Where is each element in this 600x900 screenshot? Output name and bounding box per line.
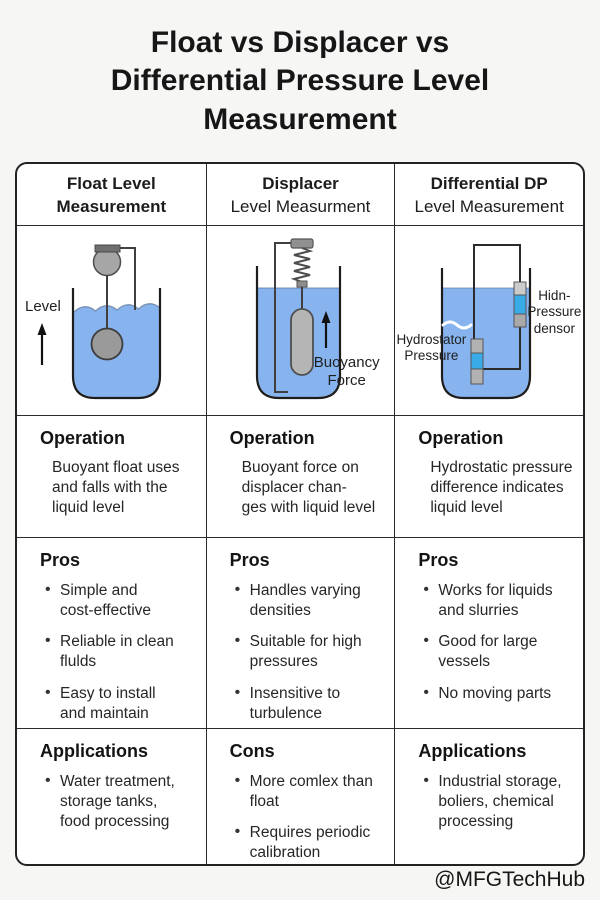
tank-outline [441, 268, 532, 400]
dip-tube [273, 242, 291, 393]
tank-outline [255, 266, 341, 400]
list-item: Easy to install and maintain [44, 683, 198, 724]
pros-cell-dp: Pros Works for liquids and slurries Good… [394, 537, 583, 728]
hydrostatic-pressure-sensor [470, 338, 484, 385]
header-dp-line2: Level Measurement [414, 196, 564, 216]
list-item: Suitable for high pressures [234, 631, 387, 672]
list-item: Requires periodic calibration [234, 822, 387, 863]
cons-list: More comlex than float Requires periodic… [230, 771, 387, 864]
buoyancy-force-label: Buoyancy Force [313, 354, 380, 390]
buoyancy-arrow-head [321, 311, 331, 323]
pros-heading: Pros [418, 550, 459, 570]
applications-cell-dp: Applications Industrial storage, boliers… [394, 728, 583, 864]
tank-outline [71, 288, 162, 400]
dp-tank-diagram [441, 244, 532, 400]
diagram-cell-displacer: Buoyancy Force [205, 225, 395, 415]
float-cable [119, 247, 136, 310]
list-item: Works for liquids and slurries [422, 580, 575, 621]
list-item: Simple and cost-effective [44, 580, 198, 621]
high-pressure-sensor [513, 281, 527, 328]
header-cell-float: Float Level Measurement [17, 164, 206, 225]
pulley-bracket [94, 244, 121, 253]
float-tank-diagram [37, 244, 162, 400]
pulley-wheel [92, 247, 122, 277]
operation-text: Buoyant float uses and falls with the li… [52, 459, 180, 517]
list-item: Good for large vessels [422, 631, 575, 672]
list-item: Water treatment, storage tanks, food pro… [44, 771, 198, 832]
pros-list: Simple and cost-effective Reliable in cl… [40, 580, 198, 724]
impulse-tube-top [473, 244, 522, 342]
pressure-sensor-label: Hidn- Pressure densor [527, 288, 582, 336]
header-cell-dp: Differential DP Level Measurement [394, 164, 583, 225]
operation-text: Hydrostatic pressure difference indicate… [430, 459, 573, 517]
list-item: Reliable in clean flulds [44, 631, 198, 672]
pros-heading: Pros [229, 550, 270, 570]
applications-heading: Applications [40, 741, 149, 761]
applications-cell-float: Applications Water treatment, storage ta… [17, 728, 206, 864]
hydrostatic-pressure-label: Hydrostator Pressure [396, 332, 467, 364]
pros-list: Handles varying densities Suitable for h… [230, 580, 387, 724]
header-displacer-line2: Level Measurment [230, 196, 371, 216]
displacer-tank-diagram [255, 238, 341, 400]
list-item: No moving parts [422, 683, 575, 704]
header-dp-line1: Differential DP [430, 174, 548, 194]
displacer-capsule [289, 308, 314, 376]
list-item: Handles varying densities [234, 580, 387, 621]
footer-handle: @MFGTechHub [434, 868, 585, 891]
list-item: Industrial storage, boliers, chemical pr… [422, 771, 575, 832]
operation-cell-displacer: Operation Buoyant force on displacer cha… [205, 415, 395, 537]
applications-list: Industrial storage, boliers, chemical pr… [418, 771, 575, 832]
operation-heading: Operation [229, 428, 315, 448]
impulse-tube-bottom [482, 326, 522, 370]
list-item: Insensitive to turbulence [234, 683, 387, 724]
spring [290, 247, 314, 283]
surface-wave [441, 320, 473, 330]
diagram-cell-dp: Hydrostator Pressure Hidn- Pressure dens… [394, 225, 583, 415]
float-ball [90, 327, 124, 361]
operation-text: Buoyant force on displacer chan- ges wit… [241, 459, 376, 517]
applications-list: Water treatment, storage tanks, food pro… [40, 771, 198, 832]
liquid-surface-wave [73, 303, 161, 313]
pros-cell-displacer: Pros Handles varying densities Suitable … [205, 537, 395, 728]
diagram-cell-float: Level [17, 225, 206, 415]
pros-list: Works for liquids and slurries Good for … [418, 580, 575, 704]
header-float-line1: Float Level [66, 174, 156, 194]
list-item: More comlex than float [234, 771, 387, 812]
cons-cell-displacer: Cons More comlex than float Requires per… [205, 728, 395, 864]
spring-cap [290, 238, 314, 249]
header-float-line2: Measurement [56, 196, 167, 216]
applications-heading: Applications [418, 741, 527, 761]
operation-cell-float: Operation Buoyant float uses and falls w… [17, 415, 206, 537]
header-displacer-line1: Displacer [262, 174, 339, 194]
cons-heading: Cons [229, 741, 275, 761]
level-label: Level [25, 298, 61, 315]
pros-heading: Pros [40, 550, 81, 570]
operation-cell-dp: Operation Hydrostatic pressure differenc… [394, 415, 583, 537]
operation-heading: Operation [418, 428, 504, 448]
comparison-table: Float Level Measurement Displacer Level … [15, 162, 585, 866]
operation-heading: Operation [40, 428, 126, 448]
spring-connector [296, 280, 308, 288]
pros-cell-float: Pros Simple and cost-effective Reliable … [17, 537, 206, 728]
level-arrow-head [37, 323, 47, 335]
page-title: Float vs Displacer vs Differential Press… [110, 26, 490, 136]
header-cell-displacer: Displacer Level Measurment [205, 164, 395, 225]
